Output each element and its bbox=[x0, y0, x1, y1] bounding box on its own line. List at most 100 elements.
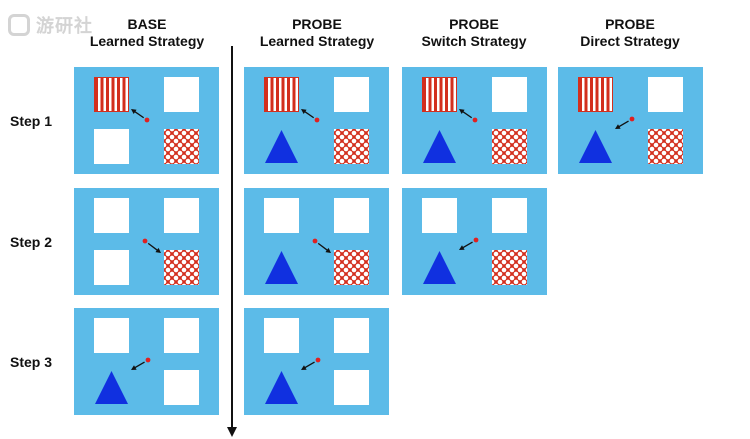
white-square bbox=[94, 198, 129, 233]
dotted-square bbox=[334, 129, 369, 164]
panel-probe-learned-step2 bbox=[244, 188, 389, 295]
cursor-dot bbox=[144, 117, 150, 123]
column-header-probe-direct: PROBE Direct Strategy bbox=[555, 16, 705, 50]
cursor-arrow bbox=[131, 109, 150, 123]
dotted-square bbox=[492, 129, 527, 164]
striped-square bbox=[94, 77, 129, 112]
arrow-shaft bbox=[133, 361, 145, 370]
cursor-dot bbox=[314, 117, 320, 123]
cursor-dot bbox=[472, 117, 478, 123]
white-square bbox=[648, 77, 683, 112]
striped-square bbox=[578, 77, 613, 112]
white-square bbox=[164, 370, 199, 405]
column-header-line2: Learned Strategy bbox=[89, 33, 205, 49]
white-square bbox=[492, 198, 527, 233]
dotted-square bbox=[164, 250, 199, 285]
arrow-head bbox=[301, 365, 307, 370]
panel-probe-direct-step1 bbox=[558, 67, 703, 174]
white-square bbox=[94, 129, 129, 164]
watermark-text: 游研社 bbox=[36, 16, 93, 36]
triangle-shape bbox=[265, 371, 298, 404]
panel-probe-switch-step2 bbox=[402, 188, 547, 295]
white-square bbox=[422, 198, 457, 233]
cursor-arrow bbox=[459, 109, 478, 123]
row-label-step-2: Step 2 bbox=[10, 234, 53, 250]
cursor-dot bbox=[315, 357, 321, 363]
cursor-arrow bbox=[301, 109, 320, 123]
row-label-step-1: Step 1 bbox=[10, 113, 53, 129]
cursor-dot bbox=[142, 238, 148, 244]
white-square bbox=[334, 77, 369, 112]
arrow-head bbox=[459, 245, 465, 250]
arrow-head bbox=[325, 247, 331, 253]
blue-triangle bbox=[94, 370, 129, 405]
panel-probe-learned-step3 bbox=[244, 308, 389, 415]
arrow-shaft bbox=[147, 242, 159, 252]
dotted-square bbox=[334, 250, 369, 285]
row-label-step-3: Step 3 bbox=[10, 354, 53, 370]
arrow-shaft bbox=[303, 110, 315, 119]
blue-triangle bbox=[264, 370, 299, 405]
arrow-shaft bbox=[317, 242, 329, 252]
white-square bbox=[334, 370, 369, 405]
cursor-arrow bbox=[312, 238, 331, 253]
cursor-arrow bbox=[615, 116, 635, 129]
white-square bbox=[94, 250, 129, 285]
arrow-shaft bbox=[303, 361, 315, 370]
triangle-shape bbox=[423, 130, 456, 163]
arrow-head bbox=[459, 109, 465, 114]
cursor-dot bbox=[145, 357, 151, 363]
column-header-line1: BASE bbox=[127, 16, 167, 32]
white-square bbox=[334, 198, 369, 233]
column-header-line1: PROBE bbox=[449, 16, 499, 32]
panel-probe-learned-step1 bbox=[244, 67, 389, 174]
column-header-probe-switch: PROBE Switch Strategy bbox=[399, 16, 549, 50]
cursor-arrow bbox=[459, 237, 479, 250]
column-header-line1: PROBE bbox=[292, 16, 342, 32]
blue-triangle bbox=[578, 129, 613, 164]
striped-square bbox=[422, 77, 457, 112]
panel-probe-switch-step1 bbox=[402, 67, 547, 174]
column-header-line2: Learned Strategy bbox=[259, 33, 375, 49]
white-square bbox=[164, 77, 199, 112]
watermark: 游研社 bbox=[36, 12, 93, 38]
arrow-shaft bbox=[133, 110, 145, 119]
blue-triangle bbox=[264, 250, 299, 285]
column-header-line1: PROBE bbox=[605, 16, 655, 32]
column-header-line2: Switch Strategy bbox=[421, 33, 527, 49]
cursor-arrow bbox=[301, 357, 321, 370]
white-square bbox=[264, 318, 299, 353]
triangle-shape bbox=[423, 251, 456, 284]
panel-base-step3 bbox=[74, 308, 219, 415]
blue-triangle bbox=[422, 250, 457, 285]
triangle-shape bbox=[579, 130, 612, 163]
cursor-dot bbox=[473, 237, 479, 243]
white-square bbox=[94, 318, 129, 353]
white-square bbox=[492, 77, 527, 112]
cursor-arrow bbox=[131, 357, 151, 370]
white-square bbox=[164, 198, 199, 233]
blue-triangle bbox=[264, 129, 299, 164]
dotted-square bbox=[164, 129, 199, 164]
arrow-shaft bbox=[617, 120, 629, 129]
arrow-head bbox=[155, 247, 161, 253]
panel-base-step1 bbox=[74, 67, 219, 174]
blue-triangle bbox=[422, 129, 457, 164]
cursor-dot bbox=[629, 116, 635, 122]
panel-base-step2 bbox=[74, 188, 219, 295]
cursor-dot bbox=[312, 238, 318, 244]
arrow-head bbox=[131, 109, 137, 114]
column-header-base: BASE Learned Strategy bbox=[72, 16, 222, 50]
triangle-shape bbox=[265, 251, 298, 284]
cursor-arrow bbox=[142, 238, 161, 253]
white-square bbox=[334, 318, 369, 353]
triangle-shape bbox=[95, 371, 128, 404]
column-header-probe-learned: PROBE Learned Strategy bbox=[242, 16, 392, 50]
arrow-head bbox=[301, 109, 307, 114]
arrow-shaft bbox=[461, 241, 473, 250]
dotted-square bbox=[648, 129, 683, 164]
striped-square bbox=[264, 77, 299, 112]
arrow-head bbox=[131, 365, 137, 370]
white-square bbox=[164, 318, 199, 353]
triangle-shape bbox=[265, 130, 298, 163]
